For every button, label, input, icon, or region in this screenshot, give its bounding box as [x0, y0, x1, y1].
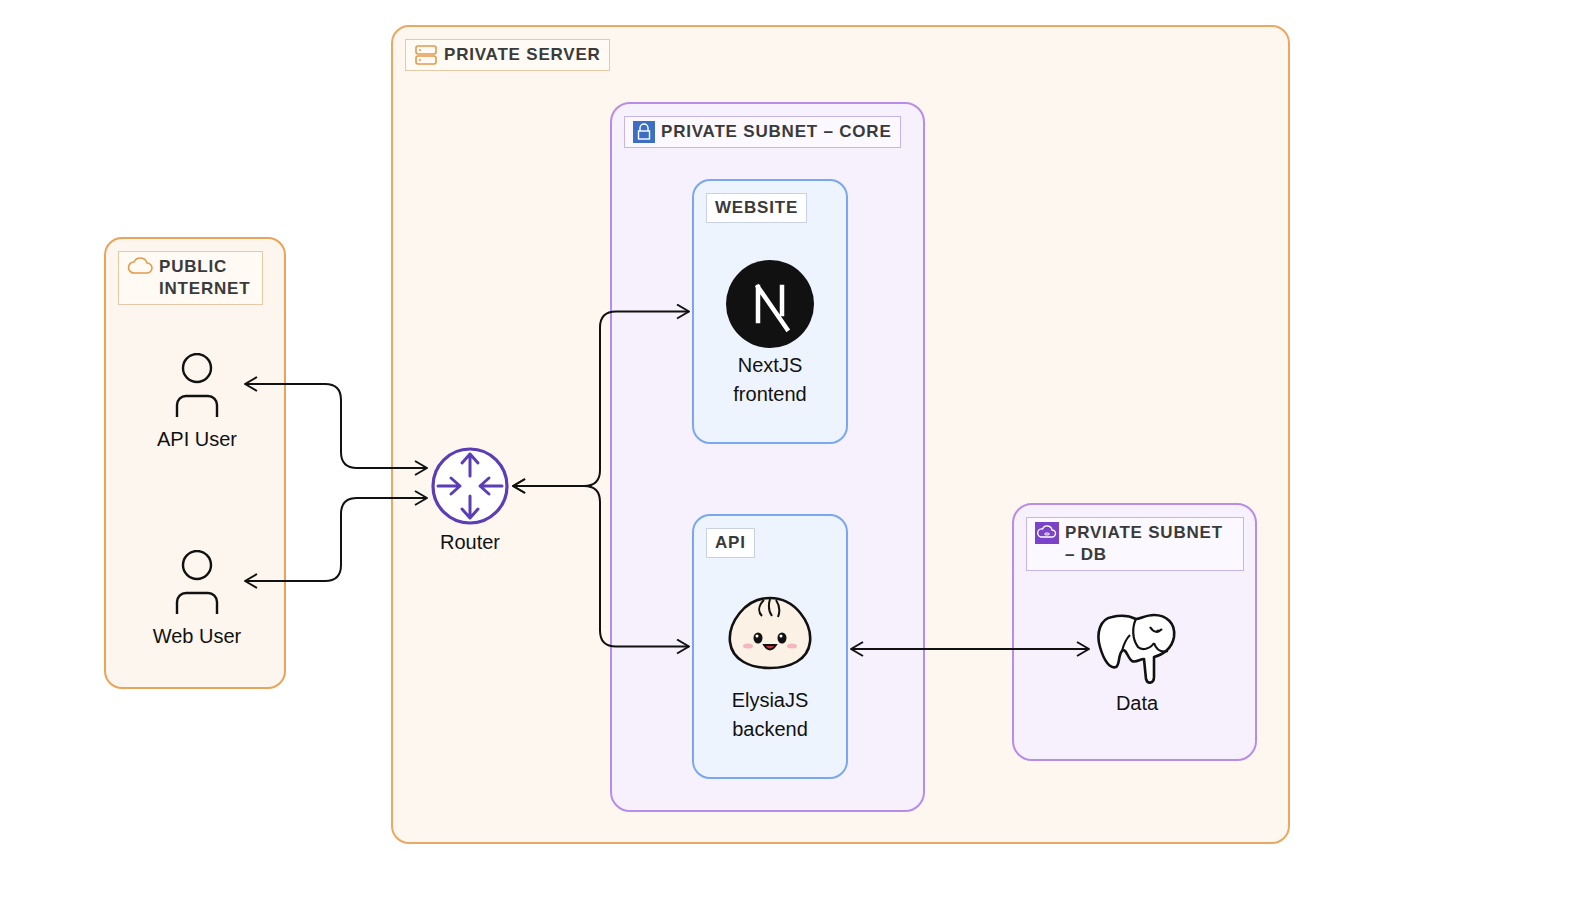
header-label: PUBLIC INTERNET: [159, 256, 254, 300]
user-actor: API User: [152, 353, 242, 463]
header-icon: [127, 256, 153, 276]
service-label: NextJS frontend: [704, 351, 836, 409]
router-icon: [430, 446, 510, 530]
header-icon: [414, 44, 438, 66]
header-icon: [414, 44, 438, 66]
zone-box: PUBLIC INTERNET API UserWeb User: [104, 237, 286, 689]
person-icon: [162, 550, 232, 620]
header-label: WEBSITE: [715, 197, 798, 219]
connector-arrow: [245, 498, 427, 581]
person-icon: [162, 550, 232, 624]
logo-icon: [725, 259, 815, 353]
header-tag: PUBLIC INTERNET: [118, 251, 263, 305]
server-box: PRIVATE SERVER Router PRIVATE SUBNET – COR…: [391, 25, 1290, 844]
header-label: PRVIATE SUBNET – DB: [1065, 522, 1235, 566]
connector-arrow: [851, 648, 1089, 650]
database-label: Data: [1072, 689, 1202, 718]
user-actor: Web User: [152, 550, 242, 660]
person-icon: [162, 353, 232, 427]
header-icon: [127, 256, 153, 276]
connector-arrow: [245, 384, 427, 468]
database-icon: [1092, 607, 1182, 691]
header-icon: [1035, 522, 1059, 544]
header-icon: [633, 121, 655, 143]
database-node: Data: [1092, 607, 1182, 732]
router-label: Router: [405, 528, 535, 557]
logo-icon: [724, 590, 816, 674]
header-label: PRIVATE SUBNET – CORE: [661, 121, 892, 143]
service-box: API ElysiaJS backend: [692, 514, 848, 779]
service-label: ElysiaJS backend: [704, 686, 836, 744]
header-icon: [633, 121, 655, 143]
router-icon: [430, 446, 510, 526]
service-box: WEBSITE NextJS frontend: [692, 179, 848, 444]
actor-label: API User: [132, 425, 262, 454]
header-tag: PRVIATE SUBNET – DB: [1026, 517, 1244, 571]
person-icon: [162, 353, 232, 423]
logo-icon: [724, 590, 816, 678]
logo-icon: [725, 259, 815, 349]
header-icon: [1035, 522, 1059, 544]
database-icon: [1092, 607, 1182, 687]
actor-label: Web User: [132, 622, 262, 651]
router-node: Router: [430, 446, 510, 561]
subnet-box: PRIVATE SUBNET – CORE WEBSITE NextJS front…: [610, 102, 925, 812]
connector-arrow: [513, 312, 689, 487]
header-tag: PRIVATE SERVER: [405, 39, 610, 71]
connector-arrow: [513, 486, 689, 647]
header-tag: PRIVATE SUBNET – CORE: [624, 116, 901, 148]
header-label: API: [715, 532, 746, 554]
subnet-box: PRVIATE SUBNET – DB Data: [1012, 503, 1257, 761]
header-tag: WEBSITE: [706, 193, 807, 223]
header-tag: API: [706, 528, 755, 558]
header-label: PRIVATE SERVER: [444, 44, 601, 66]
